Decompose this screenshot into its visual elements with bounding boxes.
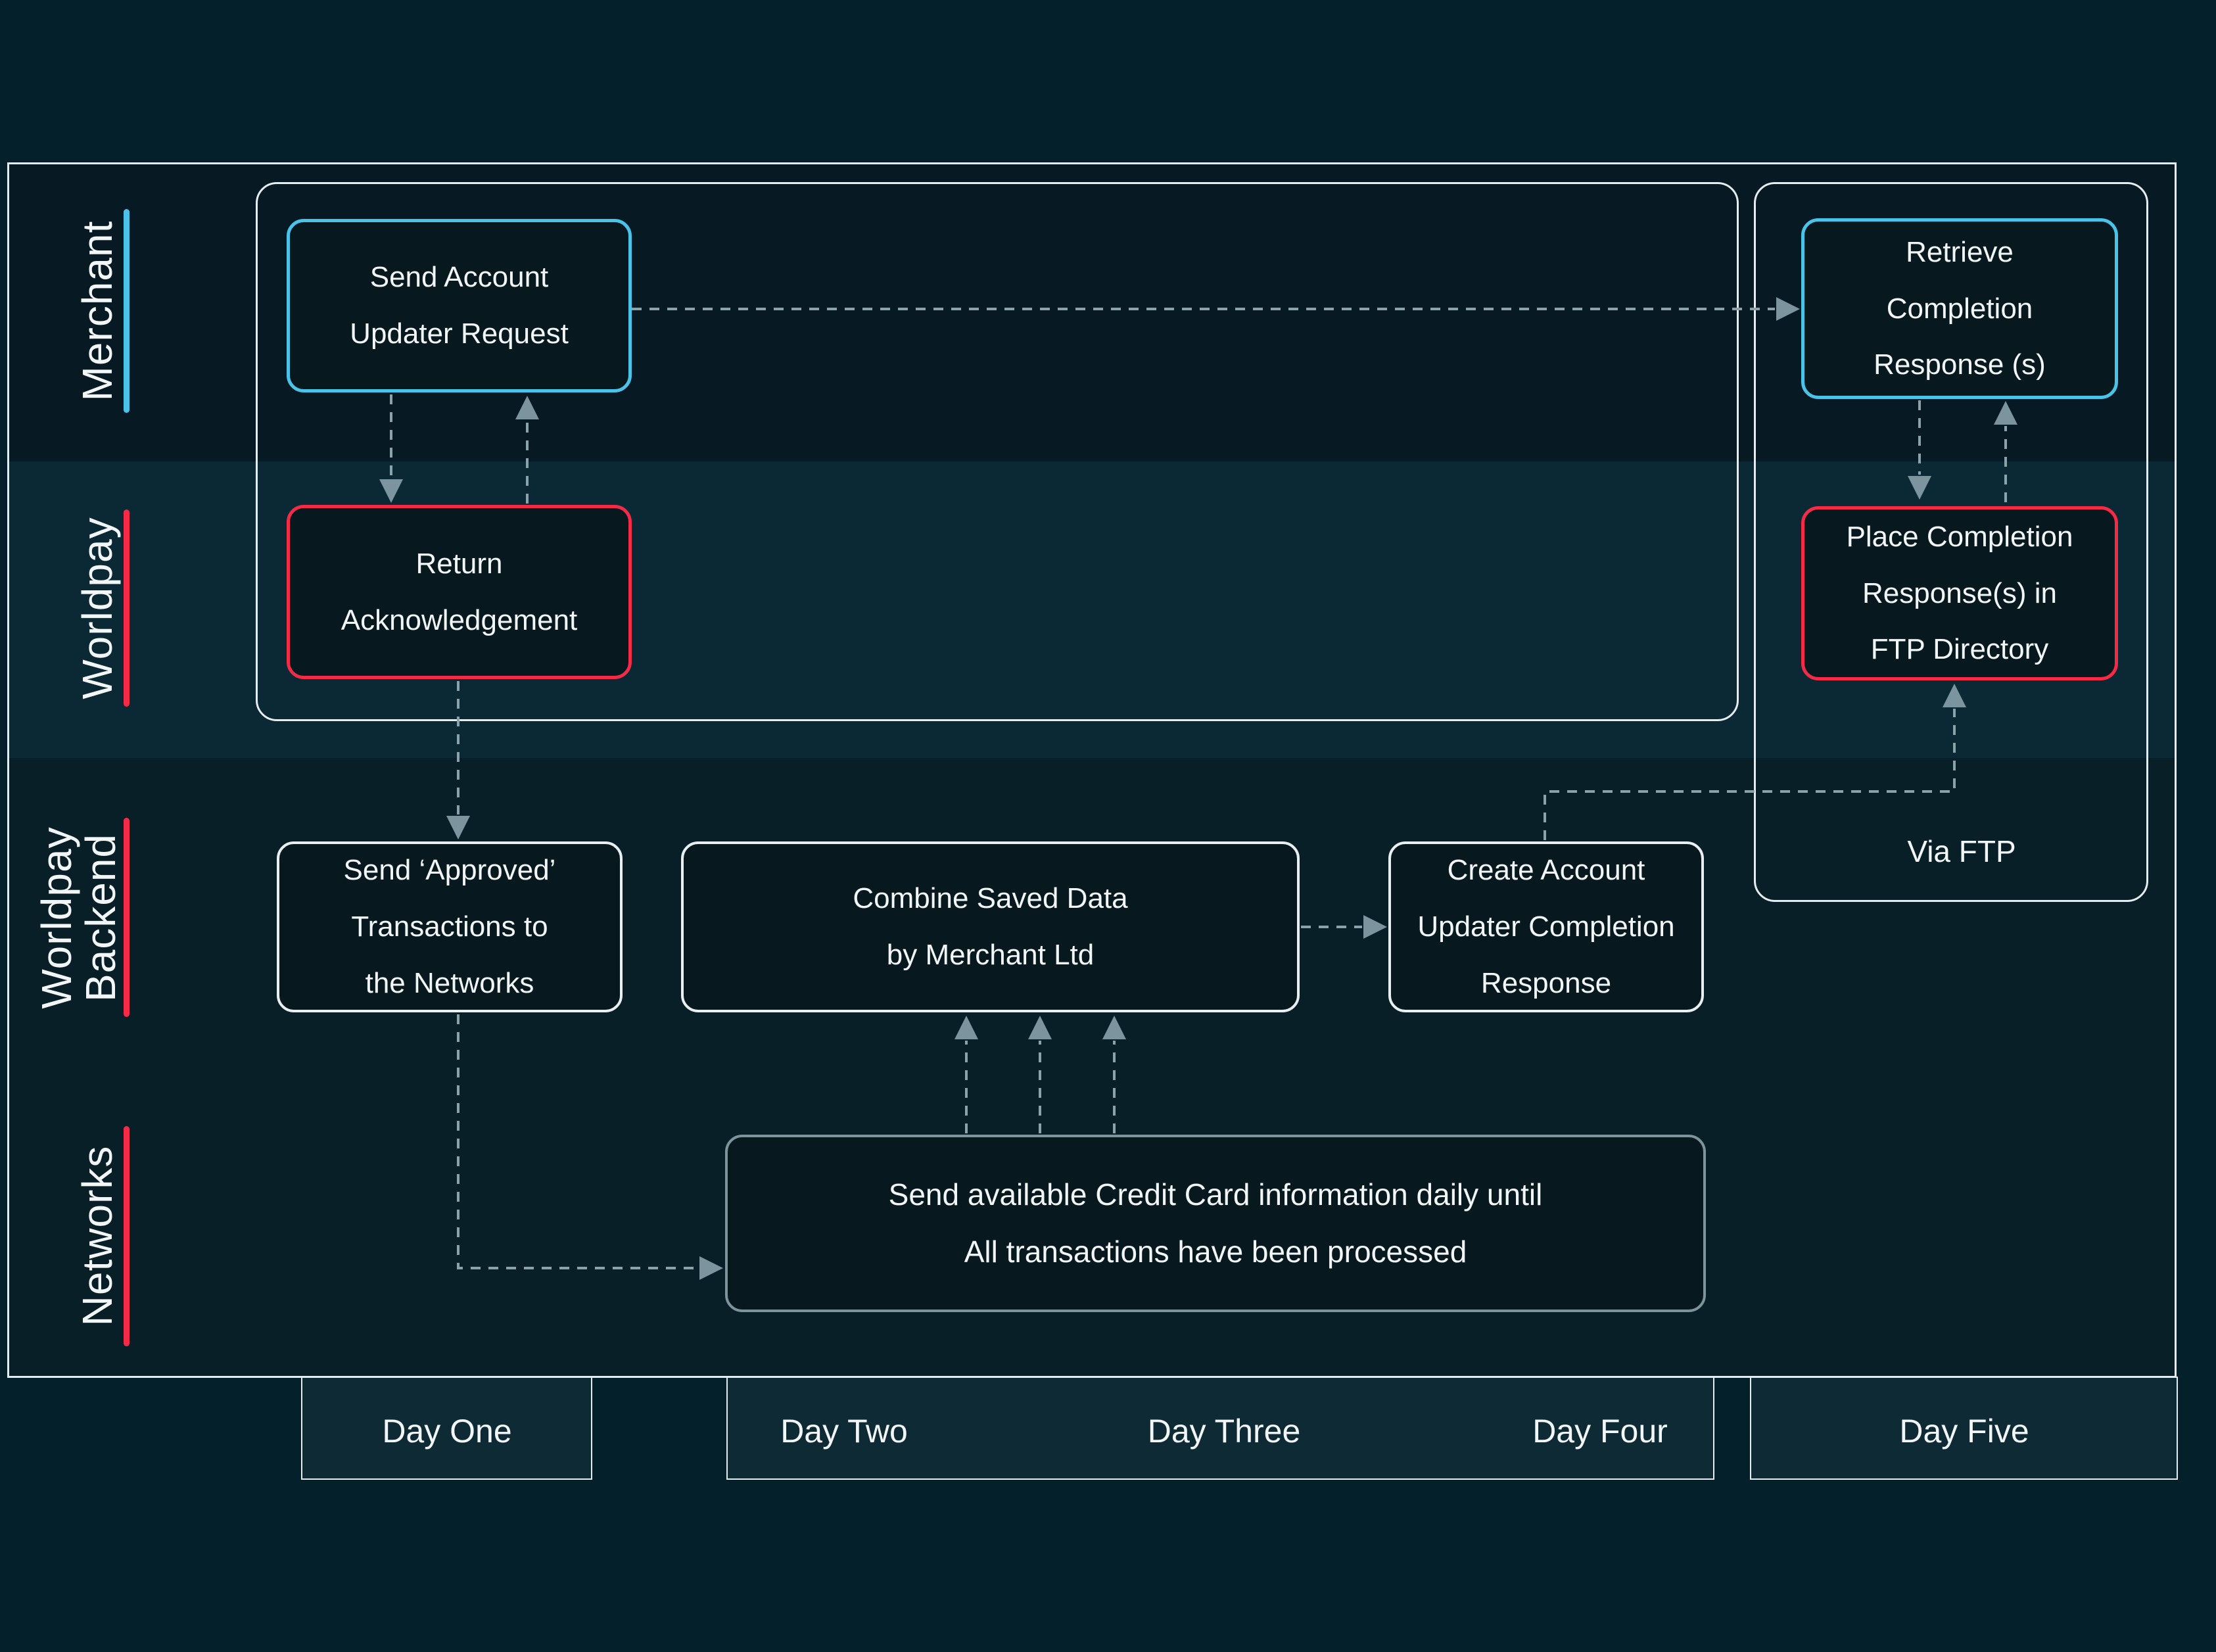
- day-two-label: Day Two: [780, 1413, 908, 1450]
- day-two-to-four-box: [726, 1377, 1714, 1480]
- combine-saved-data-box: Combine Saved Data by Merchant Ltd: [681, 841, 1300, 1012]
- create-account-updater-completion-box: Create Account Updater Completion Respon…: [1388, 841, 1704, 1012]
- day-one-box: [301, 1377, 592, 1480]
- send-approved-transactions-box: Send ‘Approved’ Transactions to the Netw…: [277, 841, 623, 1012]
- send-account-updater-request-box: Send Account Updater Request: [287, 219, 632, 392]
- retrieve-completion-response-box: Retrieve Completion Response (s): [1801, 218, 2118, 399]
- return-acknowledgement-box: Return Acknowledgement: [287, 505, 632, 679]
- lane-label-networks: Networks: [73, 1145, 121, 1327]
- day-one-label: Day One: [382, 1413, 512, 1450]
- day-five-label: Day Five: [1899, 1413, 2029, 1450]
- via-ftp-label: Via FTP: [1907, 834, 2016, 868]
- lane-accent-worldpay: [124, 509, 130, 707]
- day-five-container: [1754, 182, 2148, 902]
- day-four-label: Day Four: [1532, 1413, 1668, 1450]
- lane-accent-worldpay-backend: [124, 818, 130, 1017]
- lane-accent-networks: [124, 1126, 130, 1346]
- days-one-to-four-container: [256, 182, 1739, 721]
- day-five-box: [1750, 1377, 2178, 1480]
- day-three-label: Day Three: [1147, 1413, 1301, 1450]
- networks-daily-credit-card-box: Send available Credit Card information d…: [725, 1135, 1706, 1312]
- place-completion-response-ftp-box: Place Completion Response(s) in FTP Dire…: [1801, 506, 2118, 680]
- lane-accent-merchant: [124, 209, 130, 413]
